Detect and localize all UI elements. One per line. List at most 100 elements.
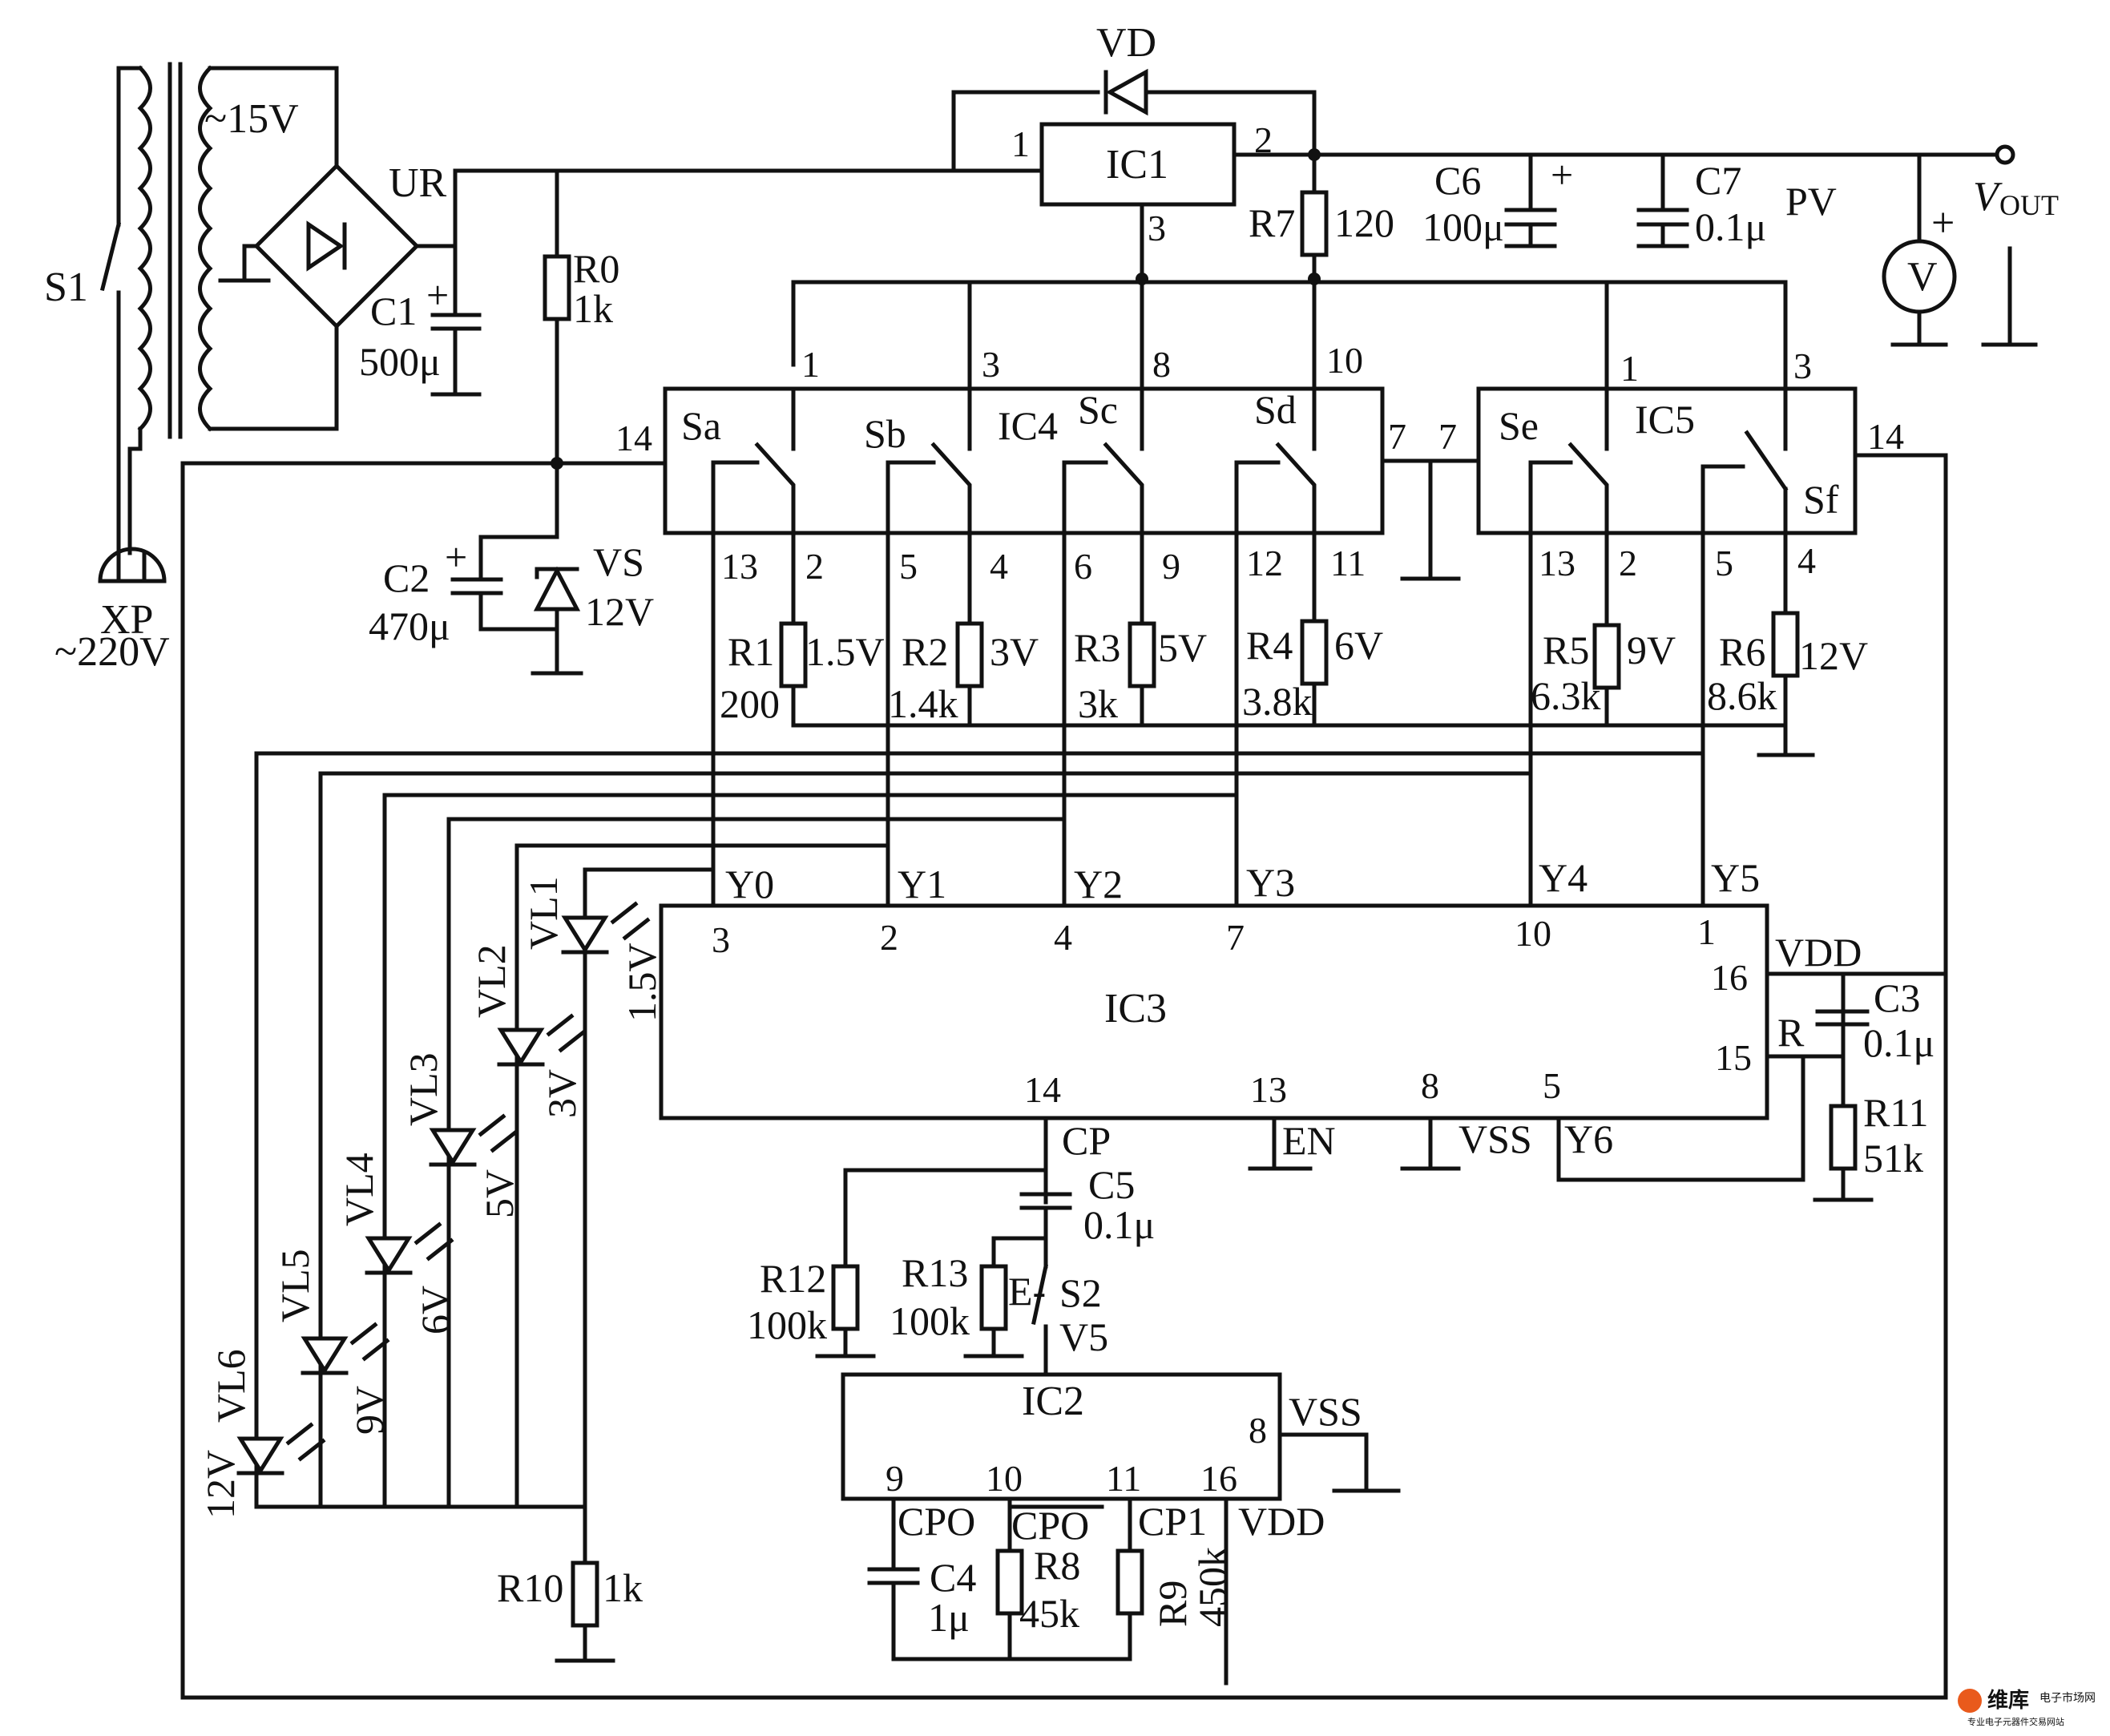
ic2-cp1-label: CP1 — [1138, 1499, 1207, 1544]
ic5-bottom-pin: 4 — [1797, 540, 1816, 581]
ic3-output-pin: 2 — [880, 917, 898, 958]
r12-value: 100k — [747, 1302, 827, 1347]
analog-switch-sa — [711, 386, 796, 535]
ic1-name: IC1 — [1106, 142, 1168, 188]
resistor-r4 — [1300, 619, 1329, 686]
r4-name: R4 — [1246, 623, 1293, 668]
r10-value: 1k — [603, 1565, 643, 1610]
bridge-label: UR — [389, 160, 447, 206]
watermark-logo: 维库 电子市场网 专业电子元器件交易网站 — [1958, 1688, 2096, 1727]
r13-name: R13 — [902, 1250, 968, 1295]
ic3-vdd-label: VDD — [1775, 930, 1862, 975]
vout-label: V — [1973, 174, 2003, 220]
vout-subscript: OUT — [1999, 189, 2059, 221]
wire — [1556, 1054, 1805, 1182]
r12-name: R12 — [760, 1256, 826, 1301]
ic5-name: IC5 — [1635, 397, 1695, 442]
wire — [1528, 460, 1573, 535]
wire — [242, 244, 259, 279]
watermark-line2: 专业电子元器件交易网站 — [1967, 1716, 2064, 1727]
resistor-r7 — [1300, 190, 1329, 257]
r8-name: R8 — [1034, 1543, 1080, 1588]
ic3-output-label: Y1 — [898, 862, 946, 906]
switch-sa-label: Sa — [681, 403, 721, 448]
vdd-rail-loop — [180, 453, 1948, 1700]
ic4-top-pin: 1 — [801, 344, 820, 385]
ic2-pin: 16 — [1200, 1458, 1237, 1499]
r5-name: R5 — [1543, 628, 1589, 672]
wire — [318, 771, 1533, 1509]
wire — [127, 426, 143, 555]
ic4-bottom-pin: 13 — [721, 546, 758, 587]
ic2-vdd-label: VDD — [1238, 1499, 1325, 1544]
resistor-r3 — [1128, 621, 1156, 688]
analog-switch-sf — [1701, 386, 1789, 535]
wire — [208, 66, 339, 168]
ic5-bottom-pin: 5 — [1715, 543, 1733, 583]
vs-value: 12V — [585, 589, 654, 634]
r2-value: 1.4k — [888, 681, 958, 726]
watermark-brand: 维库 — [1987, 1688, 2029, 1712]
r1-value: 200 — [720, 681, 780, 726]
vl3-name: VL3 — [401, 1052, 446, 1126]
analog-switch-sb — [886, 386, 972, 535]
zener-vs — [533, 566, 581, 612]
ic3-body — [659, 903, 1769, 1120]
ic3-output-label: Y2 — [1074, 862, 1123, 906]
ic5-pin14: 14 — [1867, 416, 1904, 457]
wire — [843, 1168, 1048, 1269]
ic2-name: IC2 — [1022, 1379, 1084, 1424]
ic4-name: IC4 — [998, 403, 1058, 448]
ic3-bottom-pin: 13 — [1250, 1069, 1287, 1110]
wire — [1103, 442, 1144, 535]
wire — [254, 751, 1705, 1509]
ic5-top-pin: 1 — [1620, 348, 1639, 389]
ic1-pin2: 2 — [1254, 119, 1273, 160]
switch-sc-label: Sc — [1078, 387, 1118, 432]
ic4-pin7: 7 — [1388, 416, 1406, 457]
c1-value: 500μ — [359, 339, 441, 384]
r13-value: 100k — [890, 1298, 970, 1343]
vl1-name: VL1 — [521, 876, 566, 950]
ic4-bottom-pin: 5 — [899, 546, 918, 587]
plug-label: XP — [100, 597, 153, 643]
c4-value: 1μ — [928, 1595, 970, 1640]
r5-volt: 9V — [1627, 628, 1676, 672]
mains-voltage-label: ~220V — [54, 629, 170, 675]
regulator-section: IC1 1 2 3 VD R7 120 + C6 100μ — [951, 20, 2059, 347]
ic4-bottom-pin: 12 — [1246, 543, 1283, 583]
s2-name: S2 — [1059, 1270, 1102, 1315]
ic3-pin16: 16 — [1711, 957, 1748, 998]
vl6-name: VL6 — [208, 1349, 253, 1423]
vl5-name: VL5 — [272, 1249, 317, 1322]
switch-bank-section: IC4 IC5 14 7 7 14 1 3 8 10 1 3 Sa Sb Sc … — [555, 277, 1904, 587]
analog-switch-sd — [1234, 386, 1317, 535]
ic3-bottom-pin: 8 — [1421, 1065, 1439, 1106]
ic3-r-label: R — [1777, 1010, 1805, 1055]
ic1-pin3: 3 — [1148, 208, 1166, 248]
vl5-volt: 9V — [347, 1386, 392, 1435]
r2-name: R2 — [902, 629, 948, 674]
ic3-bottom-pin: 14 — [1024, 1069, 1061, 1110]
wire — [791, 280, 1788, 391]
vs-name: VS — [593, 539, 644, 584]
polarity-plus: + — [426, 273, 449, 317]
c4-name: C4 — [930, 1555, 976, 1600]
r3-volt: 5V — [1158, 625, 1207, 670]
wire — [951, 90, 1100, 173]
ic3-output-label: Y0 — [725, 862, 774, 906]
led-indicator-bank: VL1 1.5V VL2 3V VL3 5V VL4 6V VL5 9V VL6… — [198, 751, 1705, 1663]
ic3-output-label: Y4 — [1539, 855, 1588, 900]
r3-value: 3k — [1078, 681, 1118, 726]
ic3-output-pin: 7 — [1226, 917, 1245, 958]
ic3-vss-label: VSS — [1458, 1116, 1532, 1161]
ic4-bottom-pin: 4 — [990, 546, 1008, 587]
r6-name: R6 — [1719, 629, 1765, 674]
r11-name: R11 — [1863, 1090, 1929, 1135]
ic4-top-pin: 10 — [1326, 340, 1363, 381]
vl1-volt: 1.5V — [619, 943, 664, 1022]
led-vl1 — [561, 901, 651, 955]
transformer-secondary-coil — [198, 65, 213, 432]
clock-section: C5 0.1μ R12 100k R13 100k E- S2 V5 IC2 8… — [747, 1162, 1401, 1686]
ic4-bottom-pin: 9 — [1162, 546, 1180, 587]
